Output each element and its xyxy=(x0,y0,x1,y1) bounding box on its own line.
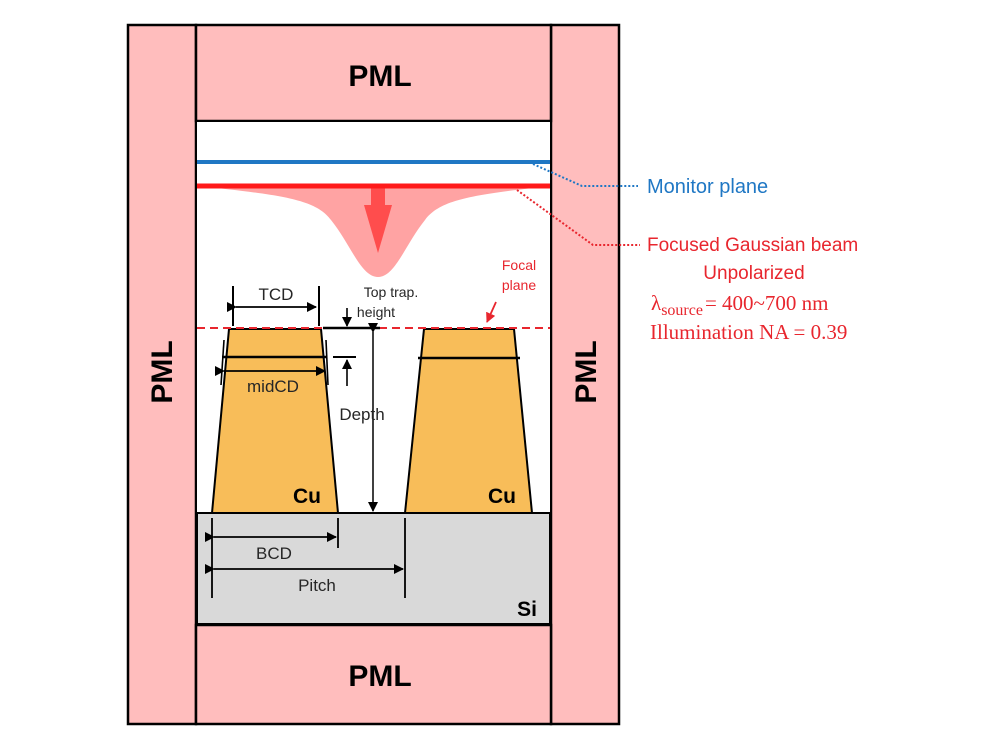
bcd-label: BCD xyxy=(256,544,292,563)
pml-bottom-label: PML xyxy=(348,660,411,693)
lambda-subscript: source xyxy=(661,302,703,319)
polarization-annotation: Unpolarized xyxy=(703,263,804,284)
pml-bottom-region xyxy=(194,623,553,726)
focal-plane-label-line2: plane xyxy=(502,277,536,293)
cu-right-label: Cu xyxy=(488,485,516,508)
monitor-plane-leader xyxy=(532,163,638,187)
midcd-ext-left xyxy=(220,339,225,386)
illumination-na-annotation: Illumination NA = 0.39 xyxy=(650,320,847,344)
top-trap-height-label-line1: Top trap. xyxy=(364,284,418,300)
lambda-symbol: λ xyxy=(651,291,662,315)
wavelength-annotation: λsource= 400~700 nm xyxy=(651,291,829,319)
cu-left-label: Cu xyxy=(293,485,321,508)
depth-label: Depth xyxy=(339,405,384,424)
lambda-value: = 400~700 nm xyxy=(705,291,829,315)
midcd-ext-right xyxy=(325,339,329,386)
pml-top-label: PML xyxy=(348,60,411,93)
pitch-label: Pitch xyxy=(298,576,336,595)
beam-direction-arrow xyxy=(364,188,392,253)
tcd-label: TCD xyxy=(259,285,294,304)
pml-left-region xyxy=(126,23,198,726)
beam-leader xyxy=(516,189,640,246)
si-label: Si xyxy=(517,598,537,621)
focal-plane-pointer xyxy=(486,301,497,323)
focal-plane-label-line1: Focal xyxy=(502,257,536,273)
beam-title-annotation: Focused Gaussian beam xyxy=(647,235,858,256)
pml-top-region xyxy=(194,23,553,123)
pml-right-region xyxy=(549,23,621,726)
midcd-label: midCD xyxy=(247,377,299,396)
monitor-plane-annotation: Monitor plane xyxy=(647,176,768,198)
pml-right-label: PML xyxy=(570,340,603,403)
pml-left-label: PML xyxy=(146,340,179,403)
top-trap-height-label-line2: height xyxy=(357,304,395,320)
